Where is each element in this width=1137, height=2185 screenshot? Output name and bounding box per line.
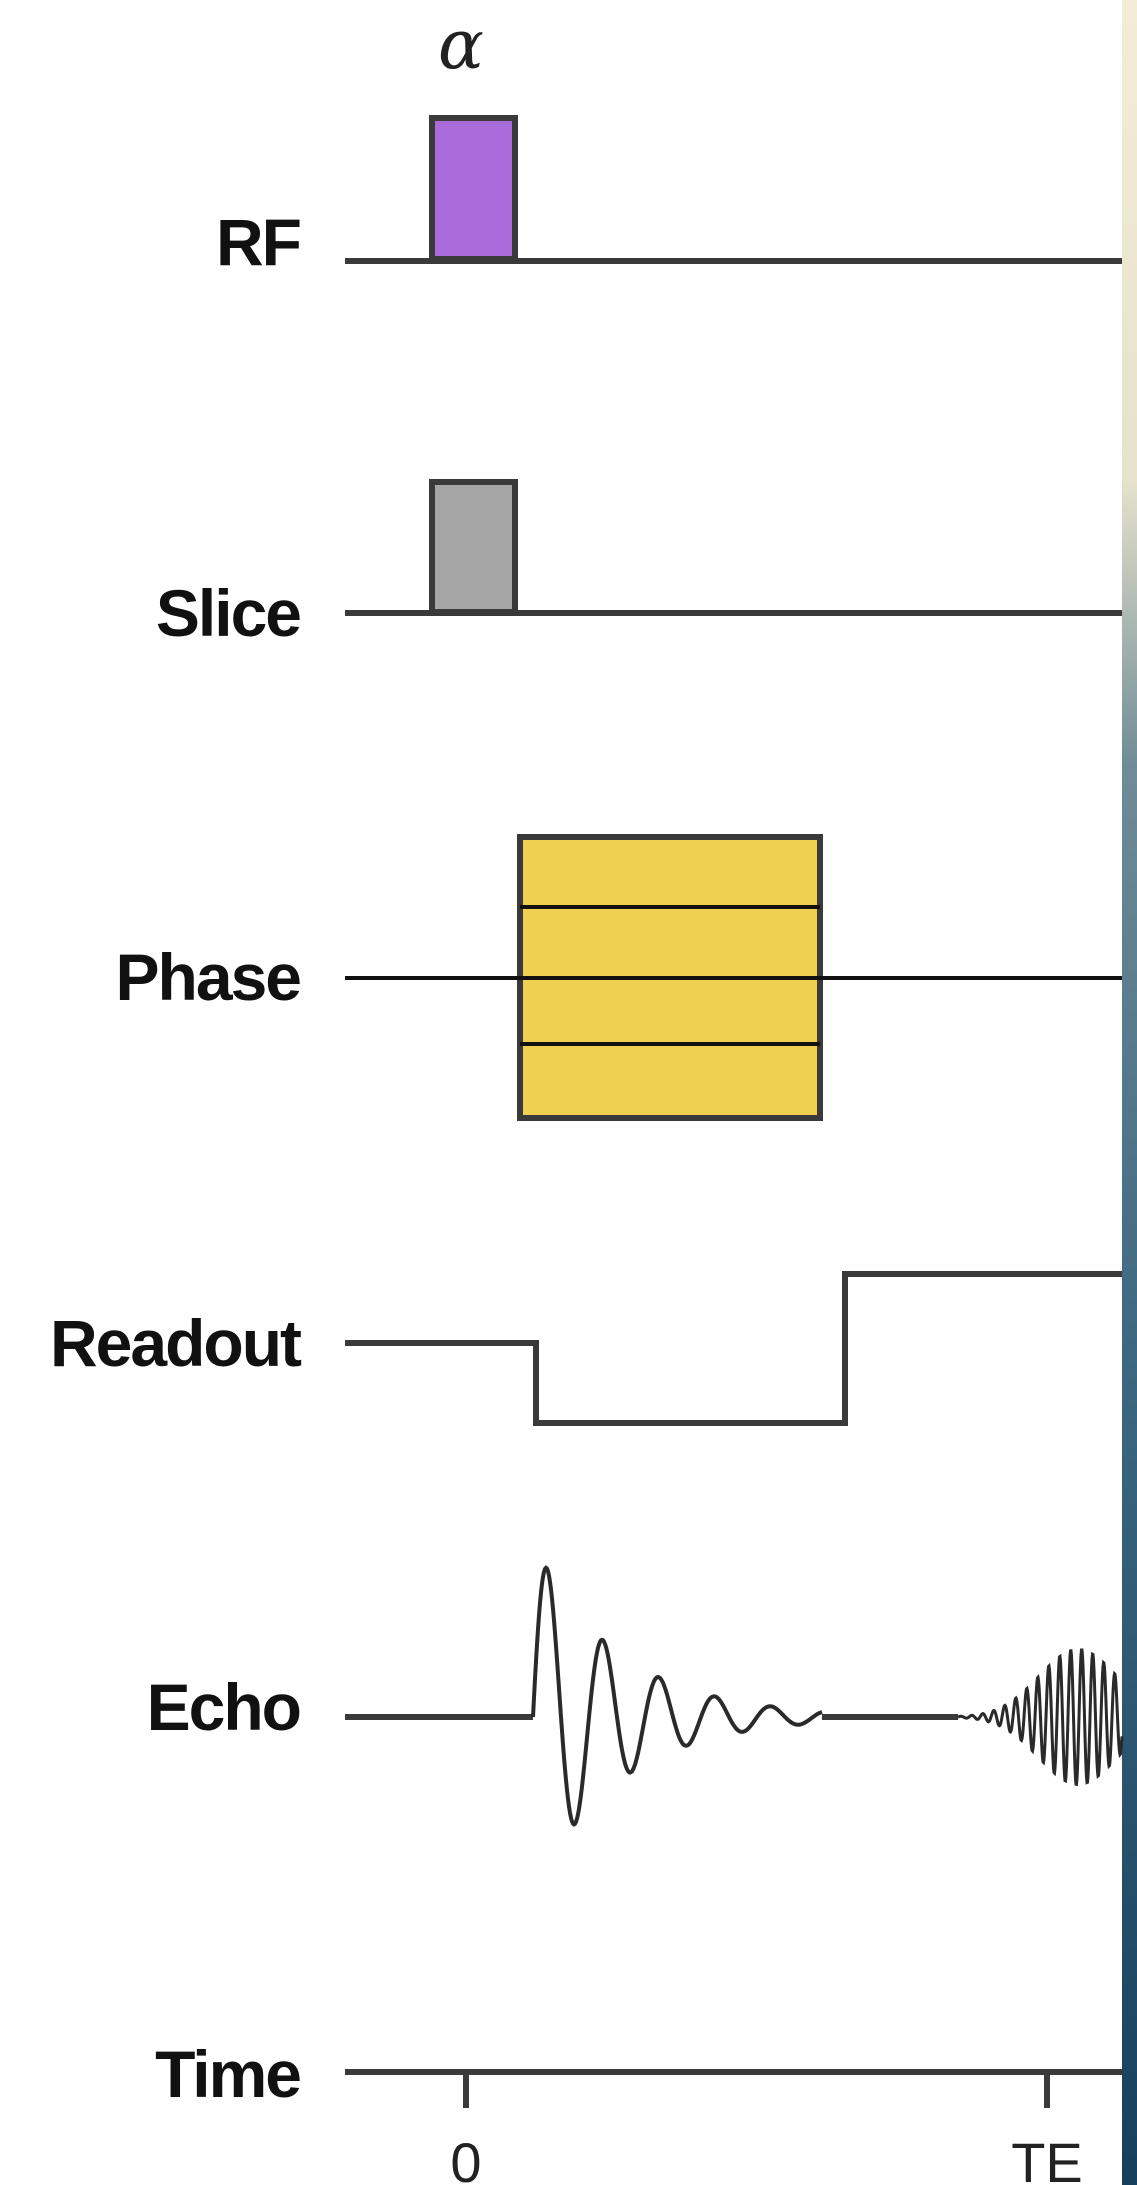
row-label-readout: Readout <box>50 1306 302 1380</box>
time-tick-label-te: TE <box>1011 2131 1083 2185</box>
row-label-rf: RF <box>216 205 300 279</box>
row-label-phase: Phase <box>116 940 301 1014</box>
echo-signal <box>957 1648 1124 1787</box>
fid-signal <box>531 1565 823 1827</box>
row-label-slice: Slice <box>156 576 300 650</box>
flip-angle-label: α <box>438 6 484 85</box>
time-tick-label-0: 0 <box>450 2131 481 2185</box>
row-label-echo: Echo <box>147 1670 300 1744</box>
slice-gradient <box>429 479 518 615</box>
right-edge-panel <box>1122 0 1137 2185</box>
row-label-time: Time <box>155 2037 300 2111</box>
readout-gradient <box>345 1271 1122 1426</box>
rf-pulse <box>429 115 518 262</box>
